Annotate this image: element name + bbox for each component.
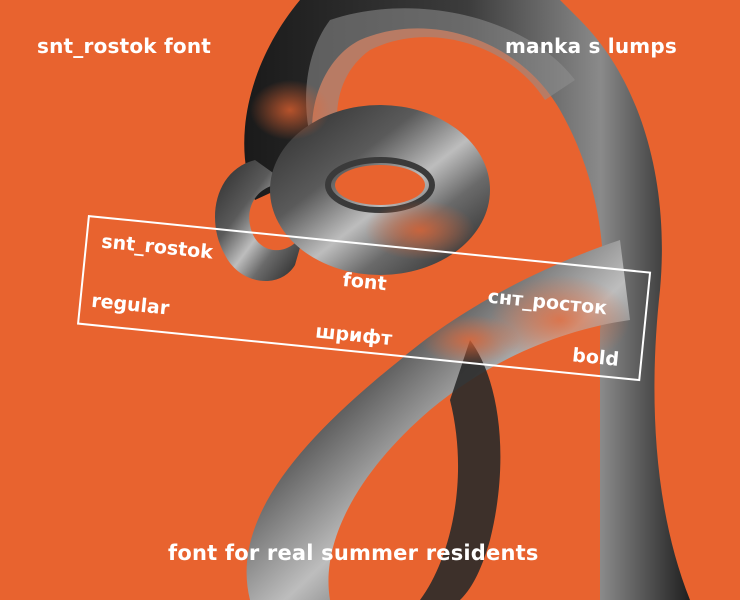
- frame-cyrillic-name: снт_росток: [486, 285, 609, 320]
- frame-latin-name: snt_rostok: [100, 230, 214, 264]
- frame-font-label: font: [341, 268, 388, 296]
- tagline: font for real summer residents: [168, 541, 539, 565]
- frame-bold-weight: bold: [571, 344, 621, 371]
- font-name-heading: snt_rostok font: [37, 34, 212, 58]
- style-name-heading: manka s lumps: [505, 34, 677, 58]
- frame-cyrillic-font-label: шрифт: [314, 320, 394, 351]
- frame-regular-weight: regular: [90, 289, 171, 320]
